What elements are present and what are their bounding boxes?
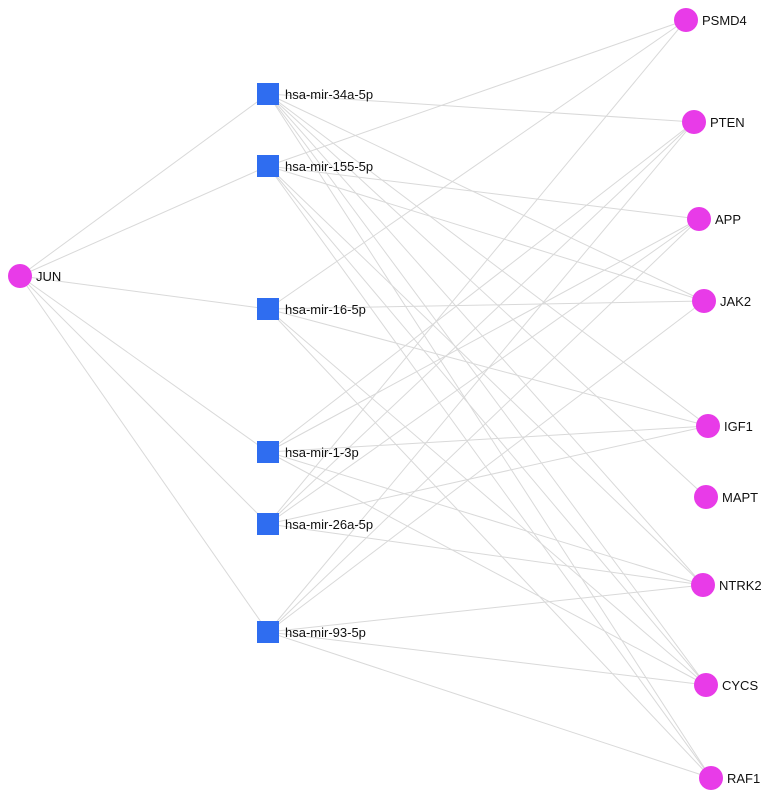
edge-mir34a-cycs [267, 93, 707, 686]
edge-mir34a-igf1 [267, 93, 709, 427]
edge-jun-mir16 [19, 275, 269, 310]
node-mir155[interactable] [257, 155, 279, 177]
edge-mir34a-ntrk2 [267, 93, 704, 586]
node-jak2[interactable] [692, 289, 716, 313]
node-label-psmd4: PSMD4 [702, 13, 747, 28]
edge-mir93-app [267, 218, 700, 633]
node-label-mir26a: hsa-mir-26a-5p [285, 517, 373, 532]
node-label-mir93: hsa-mir-93-5p [285, 625, 366, 640]
edge-mir1-igf1 [267, 425, 709, 453]
edge-jun-mir34a [19, 93, 269, 277]
edge-mir34a-jak2 [267, 93, 705, 302]
edge-jun-mir26a [19, 275, 269, 525]
edge-mir26a-pten [267, 121, 695, 525]
edge-jun-mir93 [19, 275, 269, 633]
edge-mir93-ntrk2 [267, 584, 704, 633]
edges-layer [19, 19, 712, 779]
node-raf1[interactable] [699, 766, 723, 790]
node-jun[interactable] [8, 264, 32, 288]
node-label-igf1: IGF1 [724, 419, 753, 434]
edge-mir1-app [267, 218, 700, 453]
edge-mir93-raf1 [267, 631, 712, 779]
node-label-mir155: hsa-mir-155-5p [285, 159, 373, 174]
edge-mir93-jak2 [267, 300, 705, 633]
edge-jun-mir1 [19, 275, 269, 453]
edge-mir16-raf1 [267, 308, 712, 779]
nodes-layer [8, 8, 723, 790]
node-label-mapt: MAPT [722, 490, 758, 505]
edge-mir34a-pten [267, 93, 695, 123]
edge-mir155-psmd4 [267, 19, 687, 167]
edge-mir26a-psmd4 [267, 19, 687, 525]
node-cycs[interactable] [694, 673, 718, 697]
labels-layer: JUN hsa-mir-34a-5p hsa-mir-155-5p hsa-mir-1… [36, 13, 762, 786]
node-igf1[interactable] [696, 414, 720, 438]
node-label-mir16: hsa-mir-16-5p [285, 302, 366, 317]
edge-mir155-jak2 [267, 165, 705, 302]
edge-mir1-cycs [267, 451, 707, 686]
edge-mir93-pten [267, 121, 695, 633]
node-app[interactable] [687, 207, 711, 231]
node-mapt[interactable] [694, 485, 718, 509]
node-label-jak2: JAK2 [720, 294, 751, 309]
node-mir34a[interactable] [257, 83, 279, 105]
edge-mir26a-ntrk2 [267, 523, 704, 586]
edge-mir93-cycs [267, 631, 707, 686]
edge-mir16-cycs [267, 308, 707, 686]
edge-mir34a-raf1 [267, 93, 712, 779]
node-label-ntrk2: NTRK2 [719, 578, 762, 593]
edge-mir16-igf1 [267, 308, 709, 427]
node-label-raf1: RAF1 [727, 771, 760, 786]
edge-jun-mir155 [19, 165, 269, 277]
edge-mir155-raf1 [267, 165, 712, 779]
node-mir26a[interactable] [257, 513, 279, 535]
node-mir16[interactable] [257, 298, 279, 320]
node-mir1[interactable] [257, 441, 279, 463]
edge-mir26a-igf1 [267, 425, 709, 525]
node-label-app: APP [715, 212, 741, 227]
node-pten[interactable] [682, 110, 706, 134]
node-label-jun: JUN [36, 269, 61, 284]
edge-mir155-app [267, 165, 700, 220]
node-label-cycs: CYCS [722, 678, 758, 693]
edge-mir16-psmd4 [267, 19, 687, 310]
edge-mir26a-app [267, 218, 700, 525]
edge-mir1-ntrk2 [267, 451, 704, 586]
node-label-mir1: hsa-mir-1-3p [285, 445, 359, 460]
node-mir93[interactable] [257, 621, 279, 643]
edge-mir1-pten [267, 121, 695, 453]
edge-mir155-cycs [267, 165, 707, 686]
edge-mir155-ntrk2 [267, 165, 704, 586]
edge-mir16-jak2 [267, 300, 705, 310]
node-ntrk2[interactable] [691, 573, 715, 597]
edge-mir34a-mapt [267, 93, 707, 498]
node-label-mir34a: hsa-mir-34a-5p [285, 87, 373, 102]
node-psmd4[interactable] [674, 8, 698, 32]
node-label-pten: PTEN [710, 115, 745, 130]
